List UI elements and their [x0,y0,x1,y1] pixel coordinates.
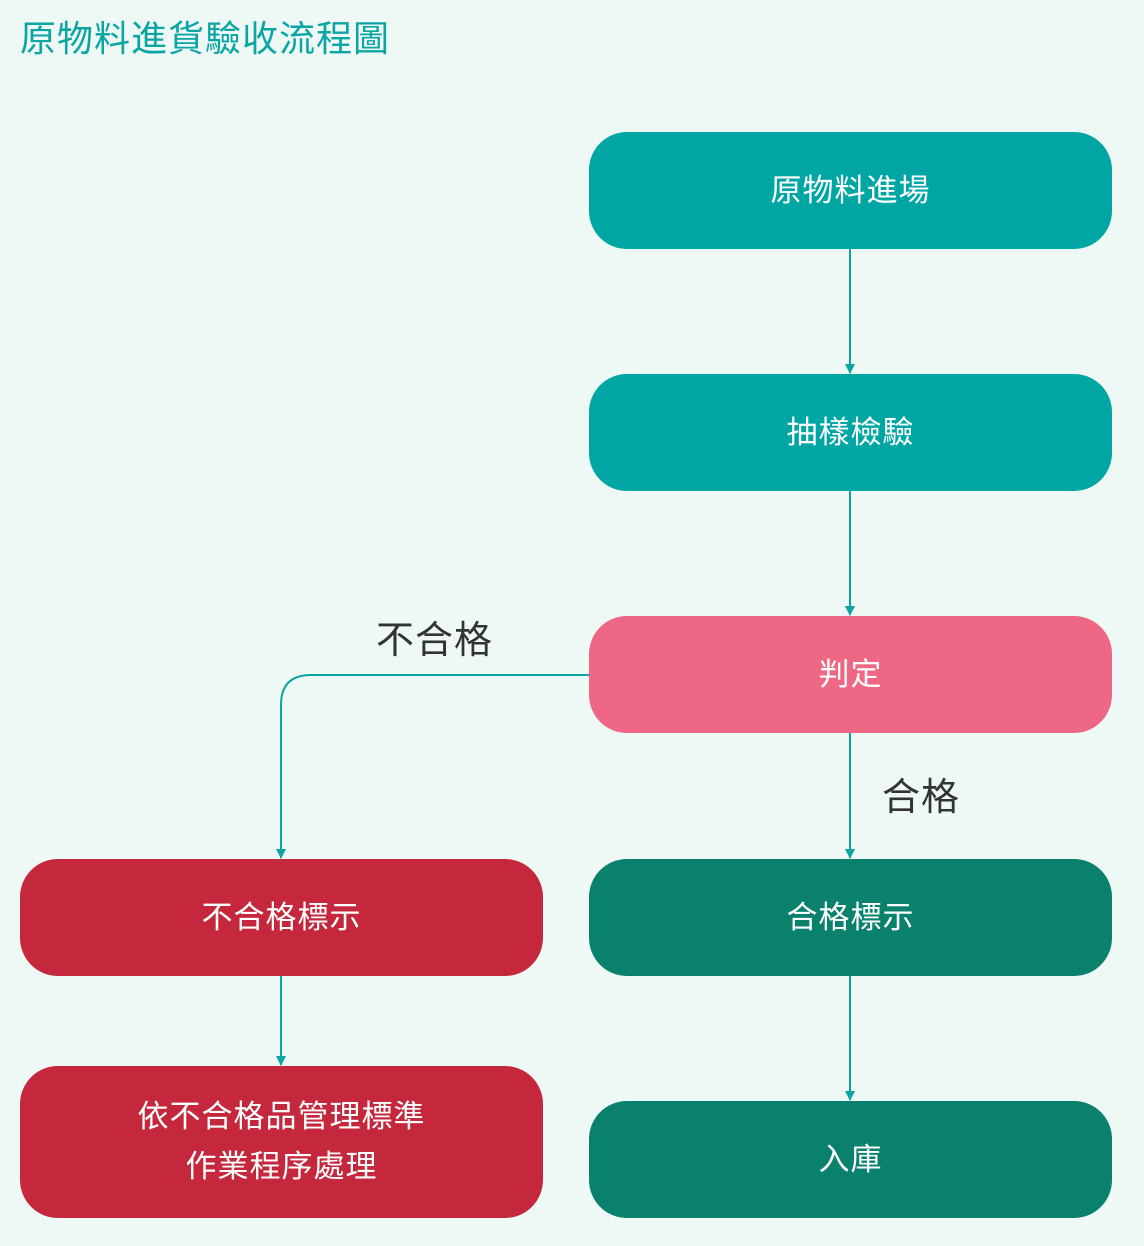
node-label-line1: 依不合格品管理標準 [137,1099,426,1135]
node-fail-mark: 不合格標示 [20,859,543,976]
edge-label-pass: 合格 [882,775,961,819]
arrow-judgement-to-fail-mark [276,674,589,859]
node-pass-mark: 合格標示 [589,859,1112,976]
node-label: 入庫 [818,1141,883,1178]
edge-label-fail: 不合格 [376,618,494,662]
node-judgement: 判定 [589,616,1112,733]
node-label: 抽樣檢驗 [786,414,915,451]
node-label: 原物料進場 [770,172,931,209]
node-sampling-inspection: 抽樣檢驗 [589,374,1112,491]
node-fail-process: 依不合格品管理標準 作業程序處理 [20,1066,543,1218]
page-title: 原物料進貨驗收流程圖 [20,19,391,60]
node-label-line2: 作業程序處理 [185,1149,378,1185]
node-storage: 入庫 [589,1101,1112,1218]
node-label: 判定 [818,656,883,693]
node-raw-material-arrival: 原物料進場 [589,132,1112,249]
node-label: 合格標示 [786,899,915,936]
node-label: 不合格標示 [201,899,362,936]
